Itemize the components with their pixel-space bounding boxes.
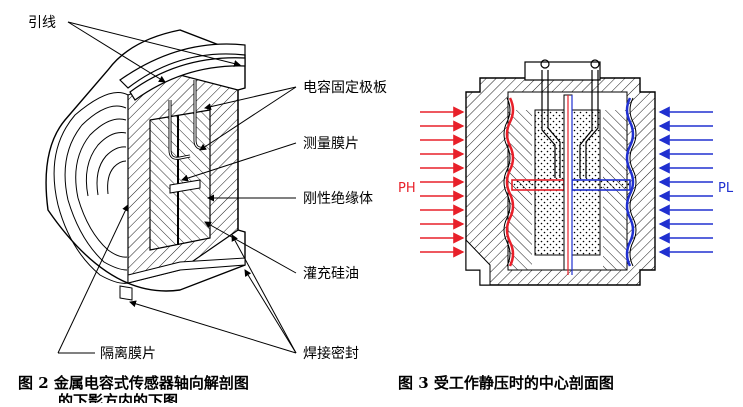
- label-fixed-plate: 电容固定极板: [303, 79, 387, 96]
- label-weld-seal: 焊接密封: [303, 345, 359, 362]
- label-measuring-diaphragm: 测量膜片: [303, 136, 359, 152]
- label-lead-wire: 引线: [28, 15, 56, 31]
- label-high-pressure: PH: [398, 181, 416, 196]
- figure-2-caption: 图 2 金属电容式传感器轴向解剖图: [18, 374, 249, 392]
- label-silicone-oil: 灌充硅油: [303, 266, 359, 282]
- figure-2-caption-cut: 的下影方内的下图: [58, 392, 178, 403]
- label-isolation-diaphragm: 隔离膜片: [100, 345, 156, 362]
- low-pressure-arrows: [658, 106, 713, 258]
- figure-3-drawing: [465, 59, 656, 286]
- figure-2-leader-lines: [57, 21, 297, 354]
- figure-2-drawing: [45, 29, 246, 301]
- label-rigid-insulator: 刚性绝缘体: [303, 191, 373, 207]
- figure-3-caption: 图 3 受工作静压时的中心剖面图: [398, 374, 614, 392]
- high-pressure-arrows: [420, 106, 465, 258]
- label-low-pressure: PL: [718, 181, 734, 196]
